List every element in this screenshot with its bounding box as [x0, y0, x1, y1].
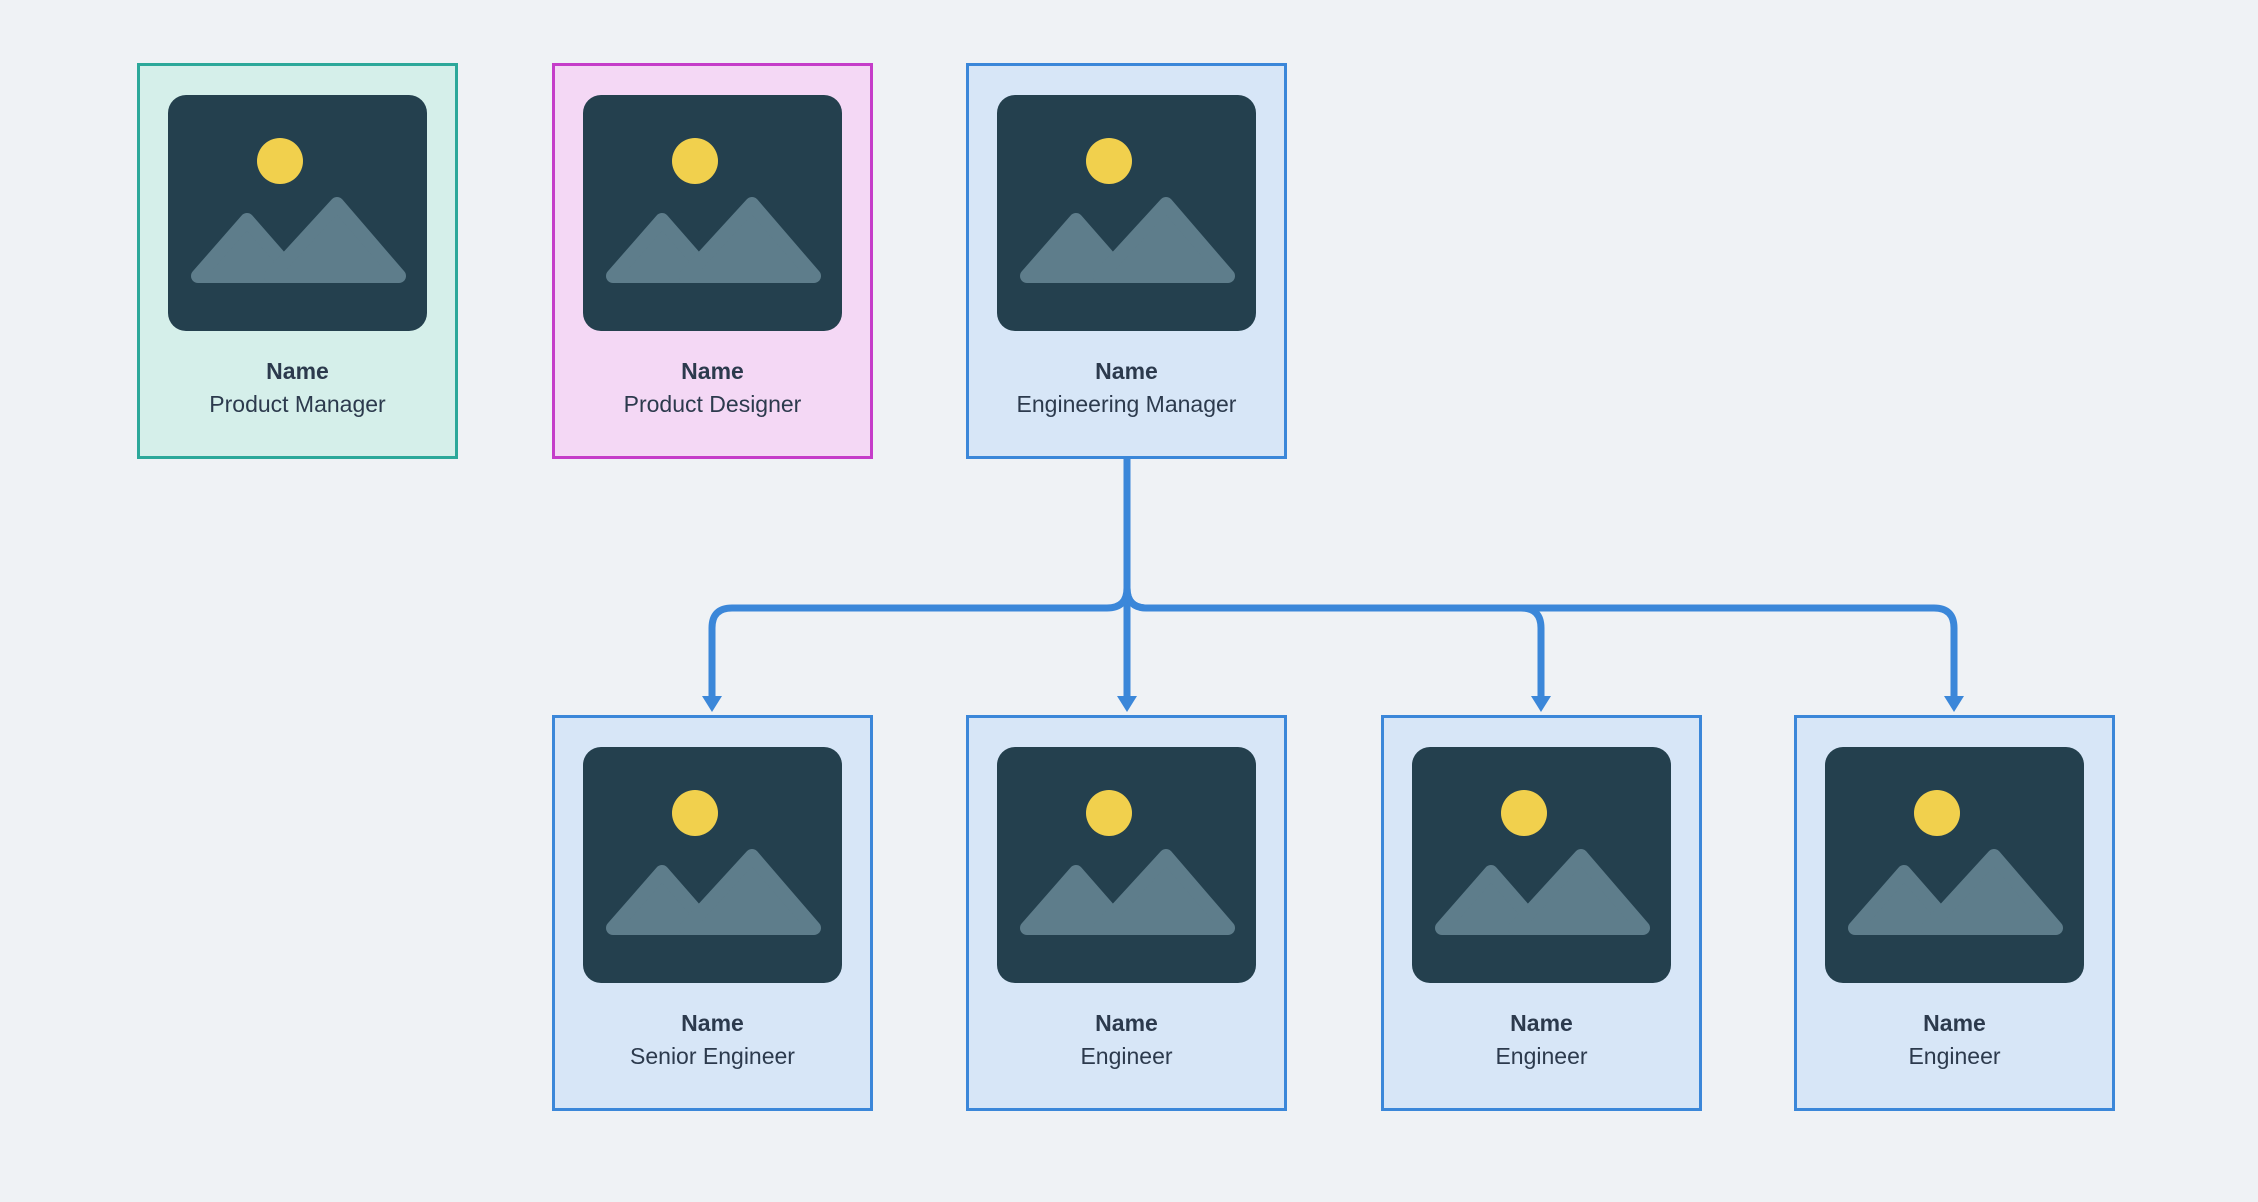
org-card-engineering-manager[interactable]: Name Engineering Manager [966, 63, 1287, 459]
mountain-small-icon [1848, 865, 1960, 935]
mountain-small-icon [1020, 865, 1132, 935]
org-card-engineer-1[interactable]: Name Engineer [966, 715, 1287, 1111]
connector-to-senior-engineer[interactable] [708, 456, 1131, 697]
photo-placeholder [1412, 747, 1671, 983]
sun-icon [257, 138, 303, 184]
image-icon [583, 95, 842, 331]
photo-placeholder [583, 747, 842, 983]
org-card-engineer-2[interactable]: Name Engineer [1381, 715, 1702, 1111]
photo-placeholder [168, 95, 427, 331]
sun-icon [1914, 790, 1960, 836]
image-icon [1825, 747, 2084, 983]
photo-placeholder [1825, 747, 2084, 983]
person-name: Name [681, 358, 744, 384]
org-card-product-manager[interactable]: Name Product Manager [137, 63, 458, 459]
mountain-large-icon [1508, 849, 1650, 935]
mountain-small-icon [1020, 213, 1132, 283]
person-name: Name [681, 1010, 744, 1036]
person-role: Product Designer [623, 391, 802, 417]
org-card-product-designer[interactable]: Name Product Designer [552, 63, 873, 459]
person-role: Engineer [1080, 1043, 1173, 1069]
image-icon [997, 747, 1256, 983]
connector-engineering-manager-group [702, 456, 1964, 712]
mountain-large-icon [264, 197, 406, 283]
person-role: Senior Engineer [630, 1043, 795, 1069]
mountain-large-icon [1093, 849, 1235, 935]
sun-icon [1501, 790, 1547, 836]
arrowhead-engineer-1 [1117, 696, 1137, 712]
person-name: Name [1510, 1010, 1573, 1036]
connector-to-engineer-2[interactable] [1123, 456, 1545, 697]
photo-placeholder [997, 95, 1256, 331]
image-icon [168, 95, 427, 331]
photo-placeholder [583, 95, 842, 331]
org-card-senior-engineer[interactable]: Name Senior Engineer [552, 715, 873, 1111]
photo-placeholder [997, 747, 1256, 983]
person-name: Name [1095, 1010, 1158, 1036]
mountain-small-icon [191, 213, 303, 283]
sun-icon [672, 790, 718, 836]
person-role: Product Manager [209, 391, 386, 417]
mountain-small-icon [606, 865, 718, 935]
mountain-large-icon [1921, 849, 2063, 935]
mountain-large-icon [679, 849, 821, 935]
person-role: Engineering Manager [1016, 391, 1237, 417]
person-role: Engineer [1908, 1043, 2001, 1069]
image-icon [583, 747, 842, 983]
arrowhead-senior-engineer [702, 696, 722, 712]
sun-icon [1086, 138, 1132, 184]
mountain-large-icon [679, 197, 821, 283]
person-role: Engineer [1495, 1043, 1588, 1069]
image-icon [1412, 747, 1671, 983]
arrowhead-engineer-3 [1944, 696, 1964, 712]
arrowhead-engineer-2 [1531, 696, 1551, 712]
person-name: Name [266, 358, 329, 384]
image-icon [997, 95, 1256, 331]
mountain-small-icon [1435, 865, 1547, 935]
person-name: Name [1095, 358, 1158, 384]
person-name: Name [1923, 1010, 1986, 1036]
mountain-large-icon [1093, 197, 1235, 283]
sun-icon [1086, 790, 1132, 836]
mountain-small-icon [606, 213, 718, 283]
org-card-engineer-3[interactable]: Name Engineer [1794, 715, 2115, 1111]
connector-to-engineer-3[interactable] [1123, 456, 1958, 697]
sun-icon [672, 138, 718, 184]
